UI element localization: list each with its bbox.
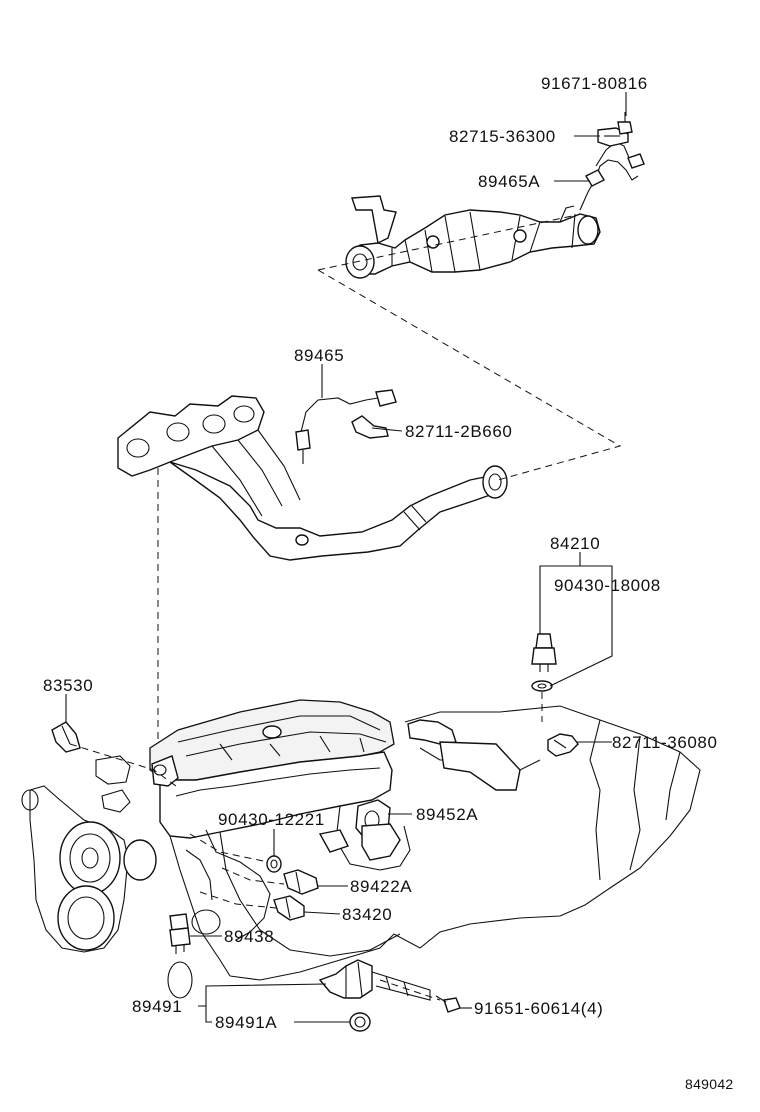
engine-block	[95, 699, 701, 981]
label-84210: 84210	[550, 534, 601, 553]
sensor-83420	[273, 895, 305, 921]
assembly-lines	[69, 112, 626, 1001]
exhaust-manifold	[117, 395, 508, 561]
label-89491: 89491	[132, 997, 183, 1016]
label-90430-12221: 90430-12221	[218, 810, 325, 829]
label-90430-18008: 90430-18008	[554, 576, 661, 595]
label-89452A: 89452A	[416, 805, 479, 824]
pulley-belt	[21, 785, 221, 999]
label-82715-36300: 82715-36300	[449, 127, 556, 146]
label-83420: 83420	[342, 905, 393, 924]
label-89465: 89465	[294, 346, 345, 365]
label-89491A: 89491A	[215, 1013, 278, 1032]
camshaft-sensor	[355, 799, 401, 861]
label-89422A: 89422A	[350, 877, 413, 896]
clamp-82711-2B660	[351, 415, 389, 439]
label-91671-80816: 91671-80816	[541, 74, 648, 93]
leader-lines	[65, 92, 627, 1023]
oil-pressure-switch	[531, 633, 557, 672]
bracket-89491	[318, 959, 431, 1001]
label-82711-2B660: 82711-2B660	[405, 422, 513, 441]
label-91651-60614: 91651-60614(4)	[474, 999, 604, 1018]
oxygen-sensor-rear	[579, 127, 645, 211]
catalytic-converter	[345, 195, 601, 279]
gasket-90430-12221	[266, 855, 282, 873]
oring-89491A	[349, 1012, 371, 1032]
bolt-91651	[435, 995, 461, 1013]
label-82711-36080: 82711-36080	[612, 733, 718, 752]
clamp-82711-36080	[547, 733, 579, 757]
label-89438: 89438	[224, 927, 275, 946]
label-89465A: 89465A	[478, 172, 541, 191]
sensor-89438	[169, 913, 191, 954]
diagram-id: 849042	[685, 1076, 734, 1092]
gasket-90430-18008	[531, 680, 553, 692]
label-83530: 83530	[43, 676, 94, 695]
sender-89422A	[283, 869, 319, 895]
oxygen-sensor-front	[295, 389, 397, 464]
sensor-83530	[51, 721, 81, 753]
